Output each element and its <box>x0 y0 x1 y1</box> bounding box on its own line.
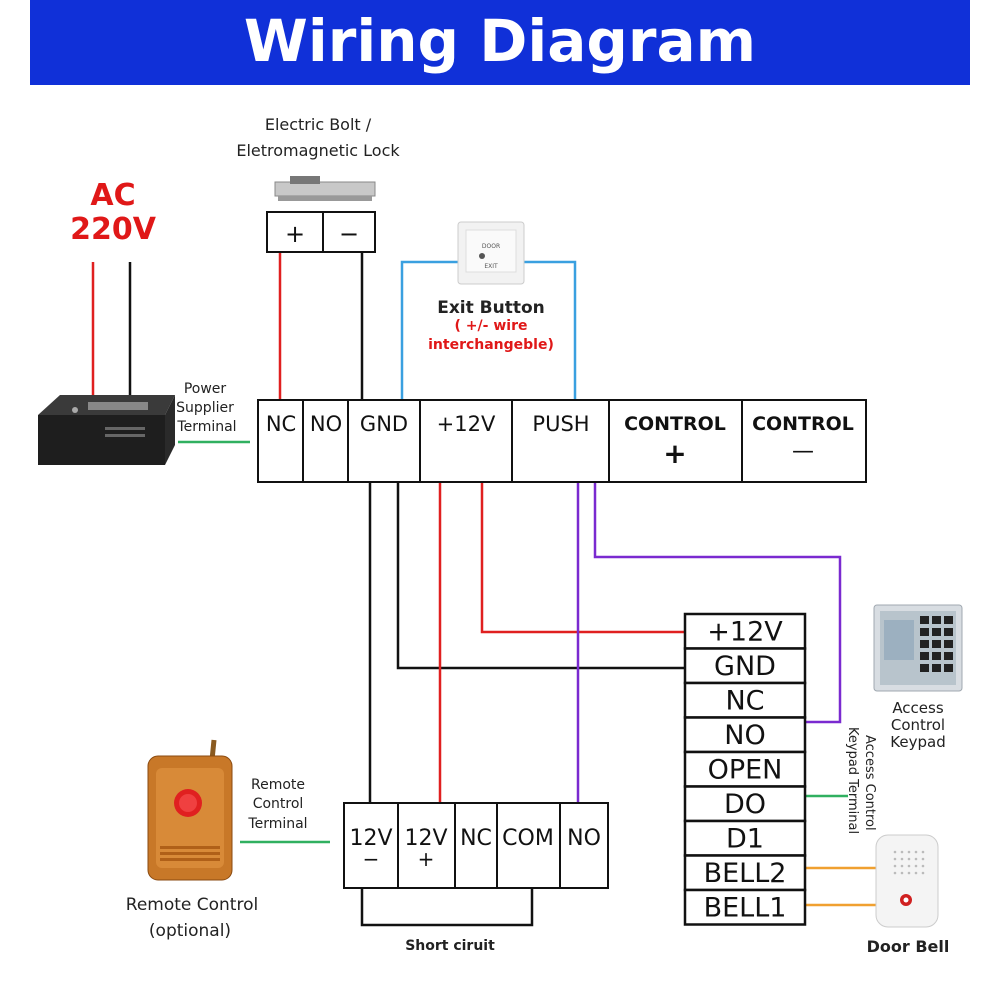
keypad-terminal-cell <box>683 819 807 857</box>
remote-terminal-block: 12V − 12V + NC COM NO <box>343 802 609 889</box>
lock-label-line2: Eletromagnetic Lock <box>236 141 400 160</box>
remote-terminal-com: COM <box>502 826 554 851</box>
terminal-control-plus-label: CONTROL <box>624 413 726 435</box>
terminal-12v: +12V <box>437 412 496 436</box>
keypad-terminal-bell2: BELL2 <box>704 858 787 889</box>
lock-label-line1: Electric Bolt / <box>265 115 372 134</box>
remote-terminal-label-line1: Remote <box>251 777 305 793</box>
access-keypad-image <box>873 604 963 692</box>
remote-terminal-no: NO <box>567 826 601 851</box>
ac-label-line2: 220V <box>70 212 157 247</box>
keypad-terminal-label-line1: Access Control <box>862 735 877 831</box>
remote-terminal-12v-plus-sign: + <box>418 847 435 871</box>
remote-label-line1: Remote Control <box>126 895 258 915</box>
exit-button-name: Exit Button <box>437 298 545 318</box>
keypad-terminal-bell1: BELL1 <box>704 892 787 923</box>
lock-plus-terminal: + <box>285 220 305 248</box>
exit-button-wire-left <box>400 260 462 400</box>
wires <box>91 252 882 927</box>
main-terminal-block: NC NO GND +12V PUSH CONTROL + CONTROL — <box>257 399 867 483</box>
keypad-terminal-cell <box>683 750 807 788</box>
remote-control-image <box>147 739 233 881</box>
keypad-terminal-nc: NC <box>725 685 764 716</box>
keypad-terminal-cell <box>683 785 807 823</box>
exit-button-note2: interchangeble) <box>428 337 554 353</box>
power-supply-image <box>38 395 175 465</box>
keypad-label-line1: Access <box>892 699 944 717</box>
keypad-terminal-cell <box>683 888 807 926</box>
exit-face-text1: DOOR <box>482 243 500 250</box>
remote-terminal-label-line2: Control <box>253 796 304 812</box>
keypad-label-line3: Keypad <box>890 733 945 751</box>
remote-terminal-nc: NC <box>460 826 492 851</box>
keypad-terminal-d1: D1 <box>726 823 764 854</box>
keypad-terminal-12v: +12V <box>707 616 783 647</box>
keypad-terminal-do: DO <box>724 789 766 820</box>
ac-label-line1: AC <box>90 178 135 213</box>
v12-to-keypad-wire <box>480 482 685 634</box>
remote-terminal-12v-plus-top: 12V <box>404 826 447 851</box>
page-title: Wiring Diagram <box>243 7 757 75</box>
exit-face-text2: EXIT <box>484 263 498 270</box>
keypad-terminal-no: NO <box>724 720 765 751</box>
door-bell-image <box>875 834 939 928</box>
gnd-to-keypad-wire <box>396 482 685 670</box>
power-label-line1: Power <box>184 381 227 397</box>
keypad-terminal-open: OPEN <box>708 754 783 785</box>
terminal-control-plus-sign: + <box>663 437 686 470</box>
power-label-line3: Terminal <box>176 419 236 435</box>
lock-terminal-block: + − <box>266 211 376 253</box>
keypad-terminal-label-line2: Keypad Terminal <box>845 727 860 834</box>
remote-terminal-label-line3: Terminal <box>247 816 307 832</box>
keypad-keys <box>920 616 953 672</box>
push-to-keypad-wire <box>593 482 842 724</box>
keypad-terminal-cell <box>683 681 807 719</box>
terminal-nc: NC <box>266 412 296 436</box>
keypad-terminal-cell <box>683 647 807 685</box>
exit-button-wire-right <box>522 260 577 400</box>
remote-terminal-12v-minus-top: 12V <box>349 826 392 851</box>
keypad-terminal-gnd: GND <box>714 651 776 682</box>
terminal-control-minus-sign: — <box>792 439 814 464</box>
remote-label-line2: (optional) <box>149 921 231 941</box>
power-label-line2: Supplier <box>176 400 234 416</box>
keypad-terminal-cell <box>683 716 807 754</box>
exit-button-note1: ( +/- wire <box>455 318 528 334</box>
terminal-push: PUSH <box>532 412 589 436</box>
keypad-label-line2: Control <box>891 716 945 734</box>
title-banner: Wiring Diagram <box>30 0 970 85</box>
lock-minus-terminal: − <box>339 220 359 248</box>
terminal-gnd: GND <box>360 412 408 436</box>
terminal-control-minus-label: CONTROL <box>752 413 854 435</box>
short-circuit-wire <box>360 888 534 927</box>
keypad-terminal-cell <box>683 612 807 650</box>
short-circuit-label: Short ciruit <box>405 938 495 954</box>
terminal-no: NO <box>310 412 342 436</box>
door-bell-label: Door Bell <box>867 937 950 956</box>
exit-button-image: DOOR EXIT <box>457 221 525 285</box>
remote-terminal-12v-minus-sign: − <box>363 847 380 871</box>
electric-lock-image <box>274 176 376 201</box>
